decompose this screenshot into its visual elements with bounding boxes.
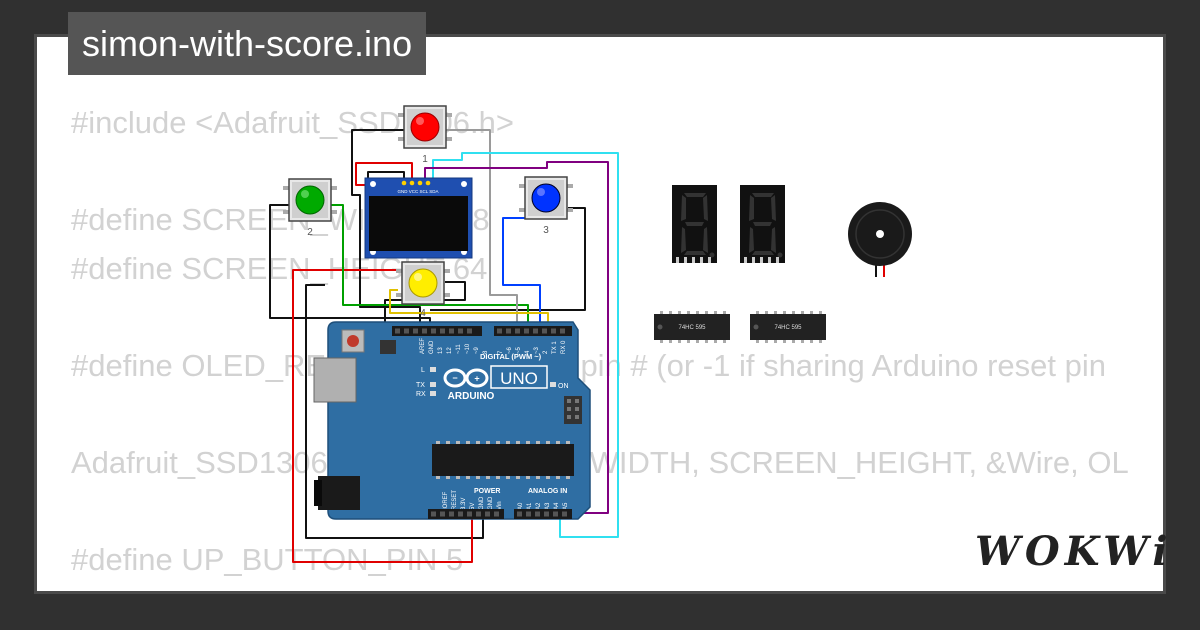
wire-black-btn1 <box>351 129 421 325</box>
pushbutton-4[interactable]: 4 <box>396 261 450 319</box>
svg-text:A4: A4 <box>554 502 560 510</box>
svg-text:A1: A1 <box>527 502 533 510</box>
reset-button[interactable] <box>347 335 359 347</box>
svg-text:~9: ~9 <box>474 346 480 354</box>
oled-display[interactable]: GND VCC SCL SDA <box>364 177 473 259</box>
svg-text:IOREF: IOREF <box>443 491 449 510</box>
svg-text:GND: GND <box>488 496 494 510</box>
code-line: #define UP_BUTTON_PIN 5 <box>71 541 464 577</box>
label-power: POWER <box>474 488 500 495</box>
oled-screen <box>369 196 468 251</box>
shift-register-1[interactable]: 74HC 595 <box>654 311 730 343</box>
diagram-canvas: #include <Adafruit_SSD1306.h> #define SC… <box>34 34 1166 594</box>
shift-register-2-label: 74HC 595 <box>774 325 802 331</box>
button-label-4: 4 <box>420 308 426 319</box>
svg-text:Vin: Vin <box>497 501 503 510</box>
atmega-chip <box>432 444 574 476</box>
svg-text:~5: ~5 <box>516 346 522 354</box>
arduino-brand: ARDUINO <box>448 391 495 402</box>
seven-segment-display-2[interactable] <box>740 185 785 263</box>
svg-text:2: 2 <box>543 350 549 354</box>
button-cap-2[interactable] <box>295 185 325 215</box>
wire-cyan-sda <box>432 152 619 538</box>
oled-pin-labels: GND VCC SCL SDA <box>397 189 438 194</box>
code-line: #include <Adafruit_SSD1306.h> <box>71 105 514 140</box>
svg-text:−: − <box>452 373 457 383</box>
wire-black-gnd <box>305 284 484 539</box>
pushbutton-3[interactable]: 3 <box>519 176 573 236</box>
wire-black-btn3 <box>430 207 586 311</box>
svg-text:RESET: RESET <box>452 490 458 510</box>
wire-red-oled-vcc <box>355 162 413 186</box>
label-gnd-top: GND <box>429 340 435 354</box>
power-pin-labels: IOREF RESET 3.3V 5V GND GND Vin <box>443 490 503 510</box>
wire-black-btn4 <box>384 281 466 325</box>
usb-connector <box>313 357 357 403</box>
label-digital: DIGITAL (PWM ~) <box>480 352 542 361</box>
svg-text:A5: A5 <box>563 502 569 510</box>
svg-text:~3: ~3 <box>534 346 540 354</box>
button-label-2: 2 <box>307 227 313 238</box>
svg-text:RX 0: RX 0 <box>561 340 567 354</box>
svg-text:12: 12 <box>447 347 453 354</box>
svg-text:~11: ~11 <box>456 344 462 354</box>
svg-text:8: 8 <box>483 350 489 354</box>
button-cap-3[interactable] <box>531 183 561 213</box>
arduino-model: UNO <box>500 369 538 388</box>
label-l: L <box>421 367 425 374</box>
code-line: #define DOWN_BUTTON_PIN 6 <box>71 590 518 591</box>
wire-yellow-btn4 <box>389 289 549 326</box>
svg-text:A0: A0 <box>518 502 524 510</box>
arduino-infinity-logo <box>443 368 489 388</box>
wire-black-btn2 <box>269 204 431 326</box>
svg-text:GND: GND <box>479 496 485 510</box>
label-rx: RX <box>416 391 426 398</box>
label-aref: AREF <box>420 338 426 354</box>
digital-pin-labels: 13 12 ~11 ~10 ~9 8 7 ~6 ~5 4 ~3 2 TX 1 R… <box>438 340 567 354</box>
analog-pin-labels: A0 A1 A2 A3 A4 A5 <box>518 502 569 510</box>
shift-register-2[interactable]: 74HC 595 <box>750 311 826 343</box>
project-title[interactable]: simon-with-score.ino <box>68 12 427 75</box>
svg-text:4: 4 <box>525 350 531 354</box>
buzzer[interactable] <box>848 202 912 277</box>
svg-text:13: 13 <box>438 347 444 354</box>
shift-register-1-label: 74HC 595 <box>678 325 706 331</box>
wokwi-logo: WOKWi <box>975 528 1173 575</box>
svg-text:A2: A2 <box>536 502 542 510</box>
wire-gray-btn1 <box>445 129 518 326</box>
arduino-uno[interactable]: AREF GND 13 12 ~11 ~10 ~9 8 7 ~6 ~5 4 ~3… <box>313 321 591 520</box>
svg-text:7: 7 <box>498 350 504 354</box>
pushbutton-2[interactable]: 2 <box>283 178 337 238</box>
svg-text:3.3V: 3.3V <box>461 498 467 510</box>
label-analog-in: ANALOG IN <box>528 488 567 495</box>
wire-blue-btn3 <box>502 217 541 326</box>
svg-text:TX 1: TX 1 <box>552 341 558 354</box>
wire-purple-scl <box>424 161 609 514</box>
svg-text:~10: ~10 <box>465 343 471 354</box>
wire-red-5v <box>292 269 473 563</box>
svg-text:~6: ~6 <box>507 346 513 354</box>
button-label-3: 3 <box>543 225 549 236</box>
label-tx: TX <box>416 382 425 389</box>
button-cap-1[interactable] <box>410 112 440 142</box>
svg-text:+: + <box>474 374 479 384</box>
button-label-1: 1 <box>422 154 428 165</box>
button-cap-4[interactable] <box>408 268 438 298</box>
power-jack <box>318 476 360 510</box>
seven-segment-display-1[interactable] <box>672 185 717 263</box>
svg-text:5V: 5V <box>470 503 476 510</box>
svg-text:A3: A3 <box>545 502 551 510</box>
label-on: ON <box>558 383 569 390</box>
pushbutton-1[interactable]: 1 <box>398 105 452 165</box>
